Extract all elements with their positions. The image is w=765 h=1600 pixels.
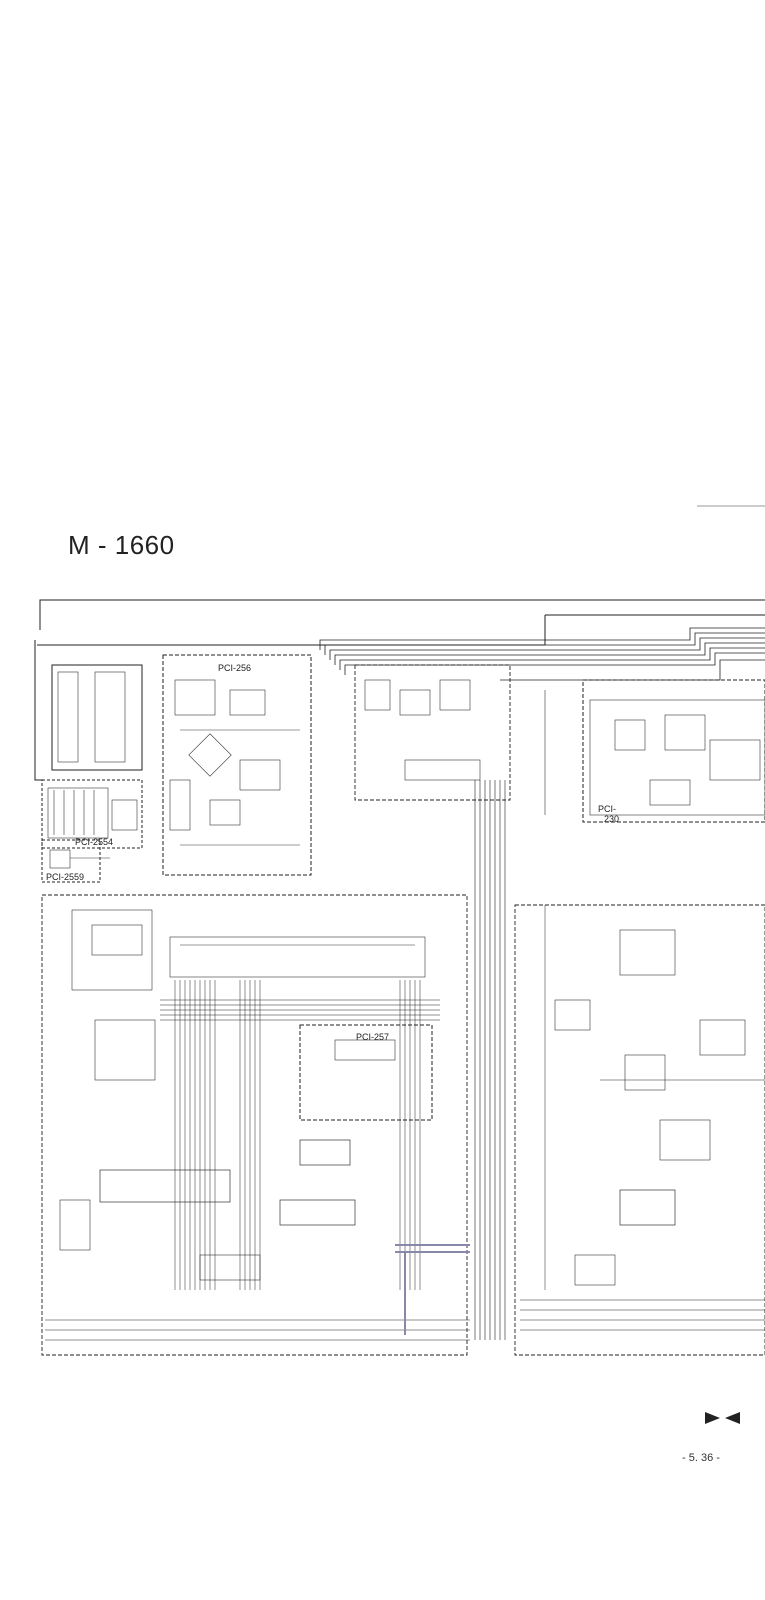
bus-lines-top bbox=[319, 627, 765, 681]
board-pci-2559: PCI-2559 bbox=[41, 839, 110, 883]
main-left-frame bbox=[41, 894, 468, 1356]
outer-frame bbox=[34, 599, 765, 781]
pci-230-label: PCI- bbox=[598, 804, 616, 814]
bus-lines-horizontal bbox=[45, 999, 470, 1341]
upper-center-block bbox=[354, 664, 511, 801]
arrow-marks bbox=[705, 1412, 740, 1424]
pci-257-label: PCI-257 bbox=[356, 1032, 389, 1042]
board-pci-230: PCI- 230 bbox=[544, 679, 765, 824]
board-pci-2554: PCI-2554 bbox=[41, 664, 143, 849]
right-main-board bbox=[514, 904, 765, 1356]
bus-lines-vertical bbox=[174, 980, 421, 1290]
center-connector bbox=[395, 780, 506, 1340]
pci-2554-label: PCI-2554 bbox=[75, 837, 113, 847]
model-title: M - 1660 bbox=[68, 530, 175, 560]
page-number: - 5. 36 - bbox=[682, 1452, 720, 1464]
pci-256-label: PCI-256 bbox=[218, 663, 251, 673]
board-pci-256: PCI-256 bbox=[162, 654, 312, 876]
pci-230-label-2: 230 bbox=[604, 814, 619, 824]
pci-2559-label: PCI-2559 bbox=[46, 872, 84, 882]
